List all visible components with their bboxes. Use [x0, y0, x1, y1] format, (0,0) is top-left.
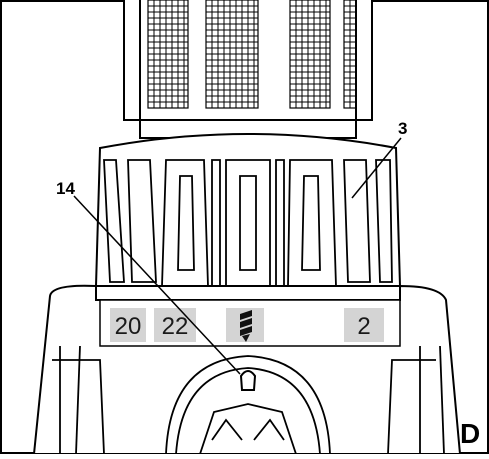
dial-box-2	[154, 308, 196, 342]
torque-ring	[94, 133, 402, 287]
panel-letter: D	[460, 418, 481, 449]
leader-line-3	[351, 137, 402, 199]
dial-label-3: 2	[357, 313, 370, 340]
leader-line-14	[73, 195, 241, 375]
callout-label-3: 3	[398, 119, 408, 138]
torque-ring-ribs	[103, 159, 393, 287]
dial-label-2: 22	[162, 313, 189, 340]
chuck-collar	[139, 119, 357, 139]
callout-label-14: 14	[56, 179, 75, 198]
dial-label-1: 20	[115, 313, 142, 340]
drill-bit-icon	[240, 310, 252, 342]
dial-box-3	[344, 308, 384, 342]
lower-housing-details	[52, 345, 445, 455]
dial-box-1	[110, 308, 146, 342]
led-indicator	[239, 370, 257, 391]
